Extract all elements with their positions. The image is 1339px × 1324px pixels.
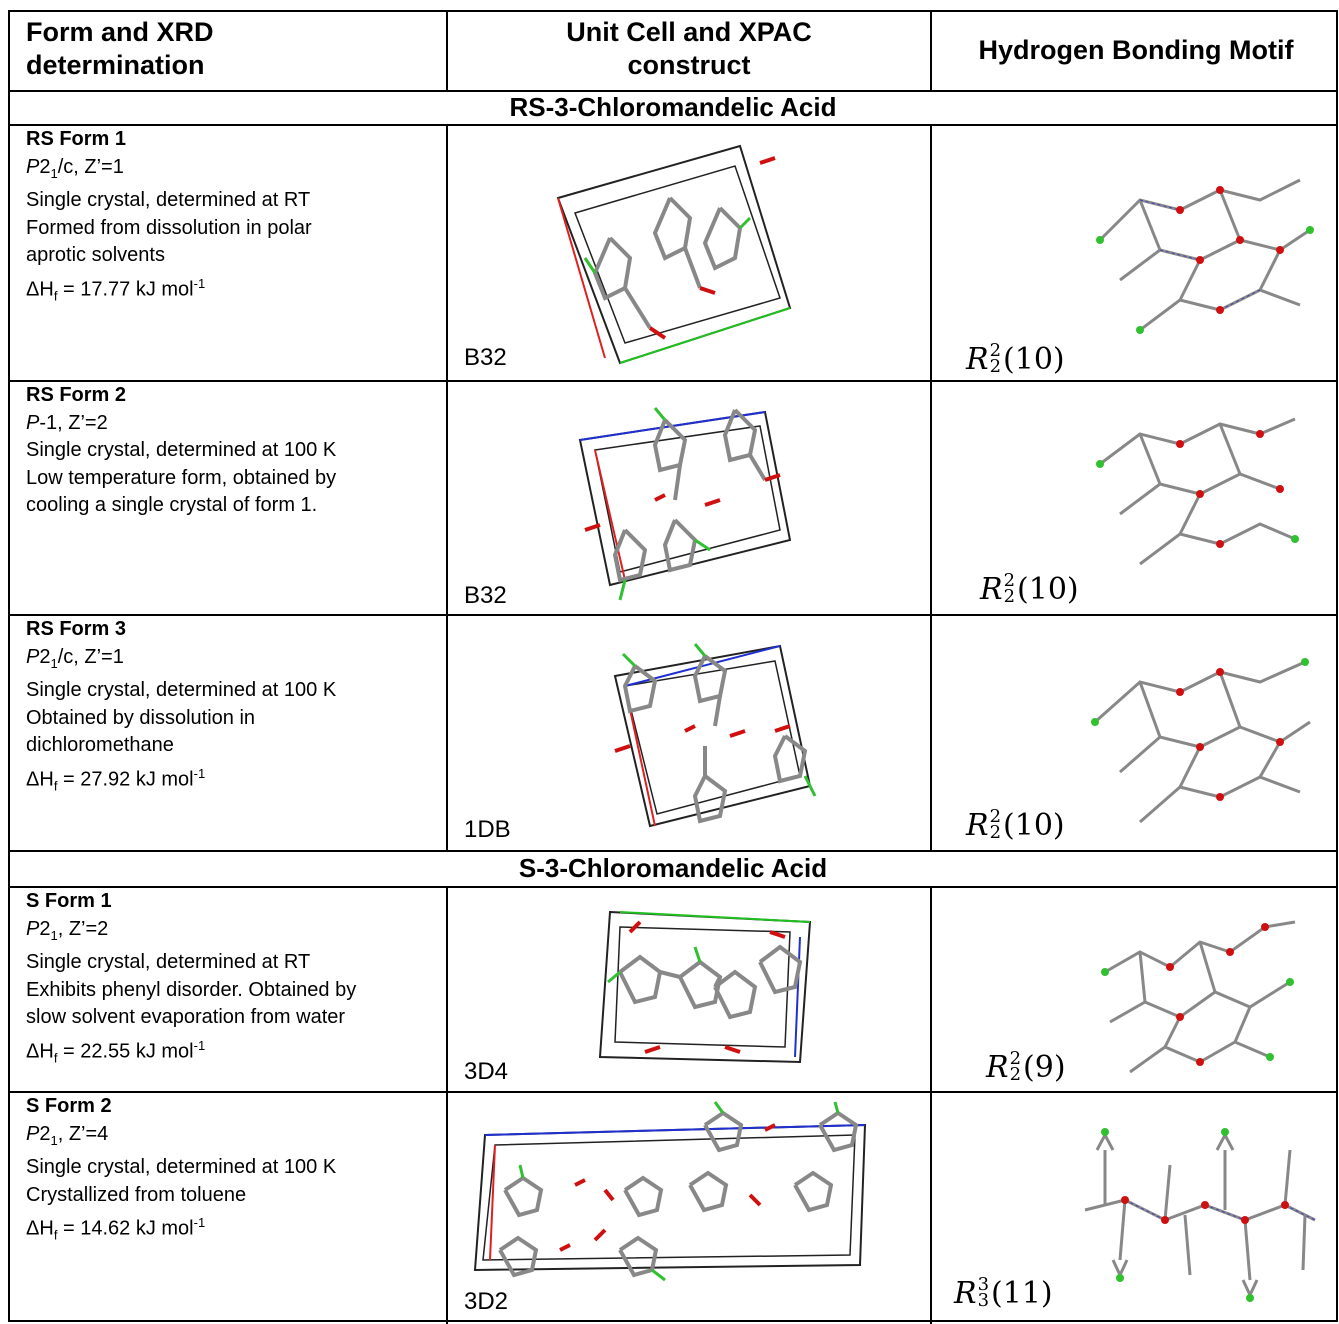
space-group: P-1, Z’=2: [26, 411, 108, 434]
col-divider: [930, 12, 932, 90]
crystal-forms-table: Form and XRD determination Unit Cell and…: [8, 10, 1338, 1324]
header-form-line2: determination: [26, 50, 205, 80]
form-name: RS Form 2: [26, 384, 127, 406]
col-divider: [930, 124, 932, 850]
unit-cell-image: [556, 144, 792, 365]
header-unit-cell: Unit Cell and XPAC construct: [448, 16, 930, 82]
xpac-code: 1DB: [464, 816, 511, 843]
col-divider: [930, 886, 932, 1324]
header-hbond-motif: Hydrogen Bonding Motif: [978, 35, 1294, 65]
xpac-code: B32: [464, 344, 507, 371]
row-description: S Form 1 P21, Z’=2 Single crystal, deter…: [26, 888, 356, 1072]
header-divider: [10, 90, 1336, 92]
header-form-line1: Form and XRD: [26, 17, 214, 47]
space-group: P21, Z’=2: [26, 917, 109, 943]
row-divider: [10, 850, 1336, 852]
unit-cell-image: [578, 407, 792, 601]
col-divider: [446, 124, 448, 850]
unit-cell-image: [613, 643, 817, 828]
hbond-motif-image: [1101, 920, 1296, 1074]
enthalpy: ΔHf = 17.77 kJ mol-1: [26, 275, 206, 304]
form-name: RS Form 1: [26, 128, 127, 150]
section-divider: [10, 886, 1336, 888]
xpac-code: B32: [464, 582, 507, 609]
space-group: P21, Z’=4: [26, 1122, 109, 1148]
header-unit-cell-line1: Unit Cell and XPAC: [566, 17, 812, 47]
xpac-code: 3D2: [464, 1288, 509, 1315]
enthalpy: ΔHf = 22.55 kJ mol-1: [26, 1037, 206, 1066]
header-form: Form and XRD determination: [26, 16, 436, 82]
row-description: RS Form 1 P21/c, Z’=1 Single crystal, de…: [26, 126, 312, 310]
row-description: RS Form 2 P-1, Z’=2 Single crystal, dete…: [26, 384, 337, 516]
section-divider: [10, 124, 1336, 126]
space-group: P21/c, Z’=1: [26, 155, 124, 181]
section-rs: RS-3-Chloromandelic Acid: [509, 92, 837, 122]
enthalpy: ΔHf = 14.62 kJ mol-1: [26, 1215, 206, 1243]
row-divider: [10, 614, 1336, 616]
space-group: P21/c, Z’=1: [26, 645, 124, 671]
hbond-motif-image: [1096, 417, 1299, 566]
unit-cell-image: [598, 910, 812, 1064]
hbond-motif-image: [1084, 1128, 1316, 1302]
hbond-motif-image: [1096, 178, 1314, 334]
row-description: RS Form 3 P21/c, Z’=1 Single crystal, de…: [26, 616, 336, 800]
row-divider: [10, 380, 1336, 382]
enthalpy: ΔHf = 27.92 kJ mol-1: [26, 765, 206, 794]
section-s: S-3-Chloromandelic Acid: [518, 853, 828, 883]
unit-cell-image: [473, 1101, 867, 1282]
form-name: RS Form 3: [26, 618, 127, 640]
row-description: S Form 2 P21, Z’=4 Single crystal, deter…: [26, 1093, 336, 1249]
form-name: S Form 1: [26, 890, 112, 912]
row-divider: [10, 1091, 1336, 1093]
col-divider: [446, 12, 448, 90]
col-divider: [446, 886, 448, 1324]
form-name: S Form 2: [26, 1095, 112, 1117]
hbond-motif-image: [1091, 658, 1311, 824]
xpac-code: 3D4: [464, 1058, 509, 1085]
header-unit-cell-line2: construct: [627, 50, 751, 80]
